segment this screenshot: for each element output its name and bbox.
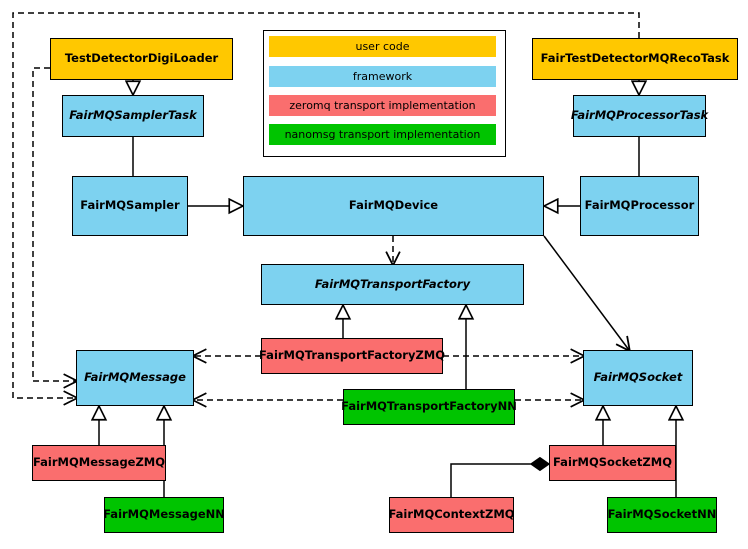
class-node-fairmqtransportfactoryzmq[interactable]: FairMQTransportFactoryZMQ xyxy=(259,338,446,374)
legend-label-framework: framework xyxy=(352,70,413,83)
legend-item-nanomsg: nanomsg transport implementation xyxy=(269,124,496,145)
legend-item-zeromq: zeromq transport implementation xyxy=(269,95,496,116)
class-label: FairMQContextZMQ xyxy=(388,507,515,522)
class-node-fairmqdevice[interactable]: FairMQDevice xyxy=(243,176,544,236)
class-node-fairmqprocessortask[interactable]: FairMQProcessorTask xyxy=(570,95,709,137)
class-node-fairmqsamplertask[interactable]: FairMQSamplerTask xyxy=(62,95,204,137)
class-node-fairmqsocket[interactable]: FairMQSocket xyxy=(583,350,693,406)
class-node-fairmqmessage[interactable]: FairMQMessage xyxy=(76,350,194,406)
class-node-fairmqmessagenn[interactable]: FairMQMessageNN xyxy=(103,497,225,533)
legend-label-zeromq: zeromq transport implementation xyxy=(289,99,476,112)
rel-device-socket xyxy=(543,235,629,350)
rel-digiloader-message xyxy=(32,67,76,381)
class-label: FairMQProcessor xyxy=(584,198,695,213)
legend-item-framework: framework xyxy=(269,66,496,87)
class-label: FairMQSocket xyxy=(593,370,683,385)
class-node-fairmqtransportfactorynn[interactable]: FairMQTransportFactoryNN xyxy=(341,389,517,425)
class-node-fairmqsocketzmq[interactable]: FairMQSocketZMQ xyxy=(549,445,676,481)
class-label: FairMQMessageZMQ xyxy=(32,455,166,470)
rel-recotask-message xyxy=(12,12,640,398)
class-node-testdetectordigiloader[interactable]: TestDetectorDigiLoader xyxy=(50,38,233,80)
rel-contextzmq-socketzmq xyxy=(450,464,549,497)
class-label: TestDetectorDigiLoader xyxy=(64,51,219,66)
class-node-fairmqsampler[interactable]: FairMQSampler xyxy=(72,176,188,236)
class-label: FairMQSocketZMQ xyxy=(553,455,672,470)
class-label: FairMQDevice xyxy=(348,198,439,213)
class-node-fairmqprocessor[interactable]: FairMQProcessor xyxy=(580,176,699,236)
class-label: FairMQTransportFactoryNN xyxy=(341,399,517,414)
class-label: FairMQMessage xyxy=(84,370,186,385)
class-node-fairmqcontextzmq[interactable]: FairMQContextZMQ xyxy=(388,497,515,533)
class-label: FairTestDetectorMQRecoTask xyxy=(540,51,730,66)
legend-label-nanomsg: nanomsg transport implementation xyxy=(284,128,481,141)
class-node-fairmqmessagezmq[interactable]: FairMQMessageZMQ xyxy=(32,445,166,481)
class-label: FairMQSamplerTask xyxy=(69,108,197,123)
class-label: FairMQSampler xyxy=(80,198,180,213)
class-node-fairtestdetectormqrecotask[interactable]: FairTestDetectorMQRecoTask xyxy=(532,38,738,80)
class-node-fairmqsocketnn[interactable]: FairMQSocketNN xyxy=(607,497,717,533)
class-label: FairMQSocketNN xyxy=(607,507,717,522)
class-node-fairmqtransportfactory[interactable]: FairMQTransportFactory xyxy=(261,264,524,305)
class-label: FairMQTransportFactory xyxy=(314,276,471,291)
class-label: FairMQTransportFactoryZMQ xyxy=(259,348,446,363)
class-label: FairMQProcessorTask xyxy=(570,108,709,123)
class-label: FairMQMessageNN xyxy=(103,507,225,522)
legend-item-user-code: user code xyxy=(269,36,496,57)
legend-label-user-code: user code xyxy=(355,40,410,53)
